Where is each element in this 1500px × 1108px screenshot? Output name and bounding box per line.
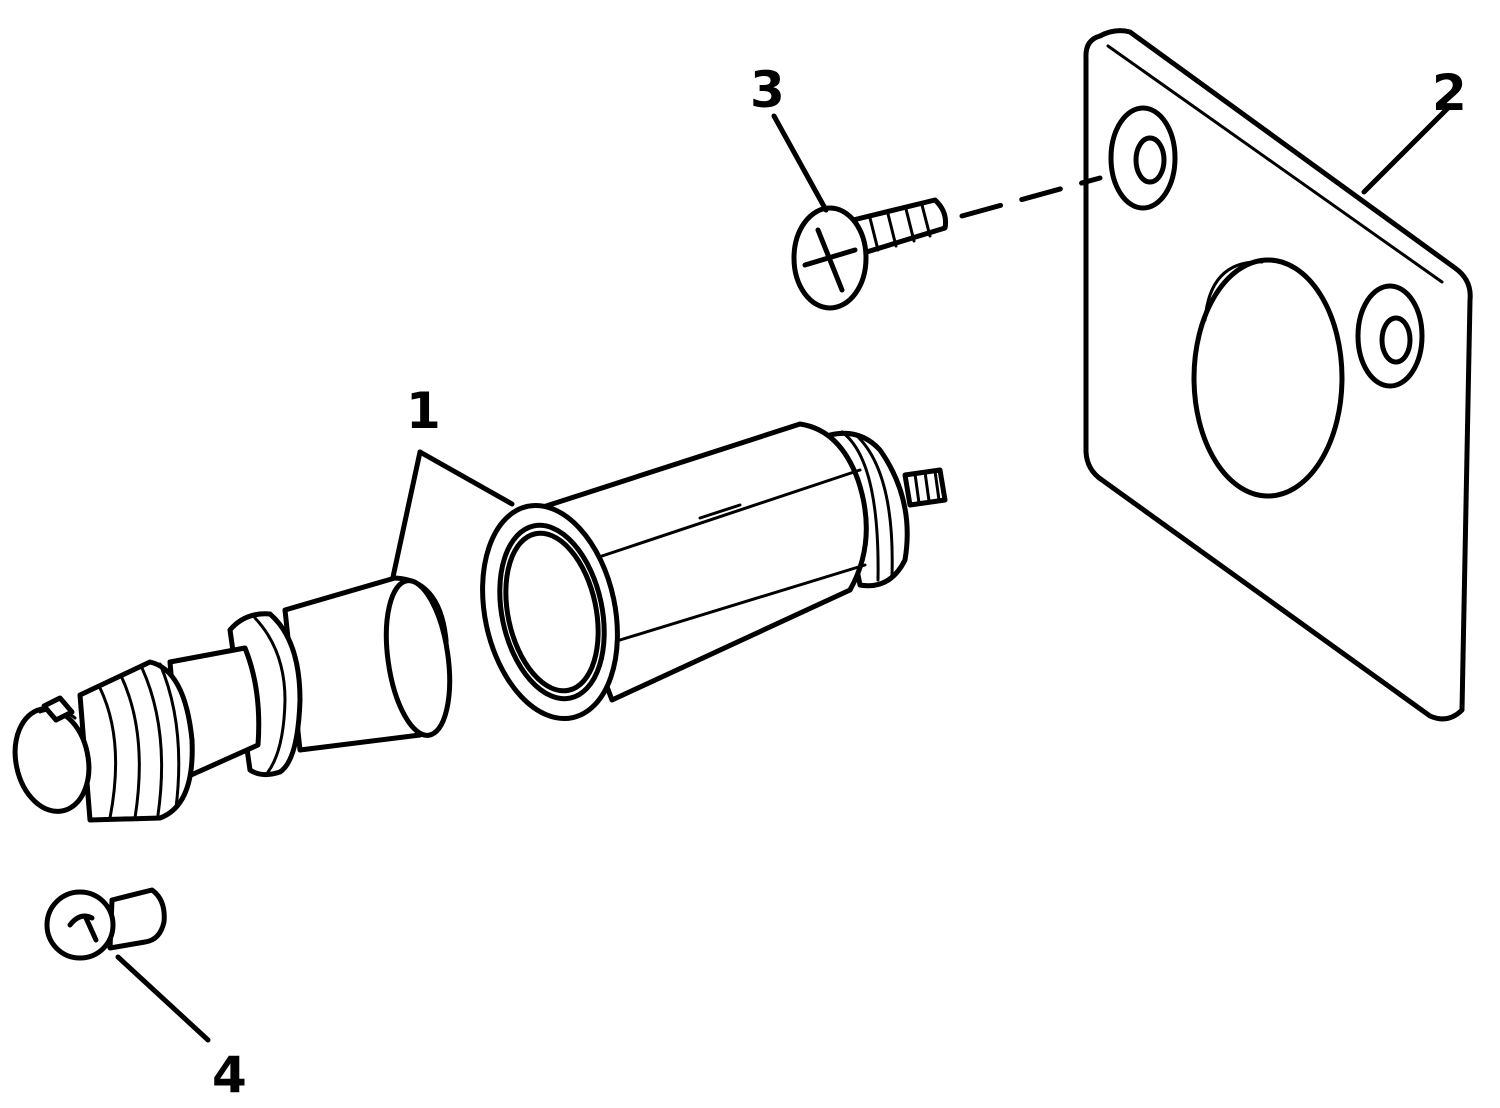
callout-1: 1 <box>406 382 441 440</box>
mounting-plate <box>1083 28 1473 722</box>
callout-2: 2 <box>1432 64 1467 122</box>
callout-3: 3 <box>750 61 785 119</box>
leader-1-to-plug <box>390 449 423 580</box>
bulb <box>44 887 167 961</box>
leader-1-to-socket <box>417 449 515 507</box>
leader-4 <box>115 954 211 1043</box>
lighter-plug <box>12 575 453 823</box>
leader-2 <box>1361 103 1453 195</box>
lighter-socket <box>480 421 948 722</box>
screw <box>791 197 948 311</box>
leader-lines <box>115 103 1453 1043</box>
alignment-dashed-line <box>959 175 1103 219</box>
leader-3 <box>771 113 829 213</box>
callout-4: 4 <box>212 1046 247 1104</box>
